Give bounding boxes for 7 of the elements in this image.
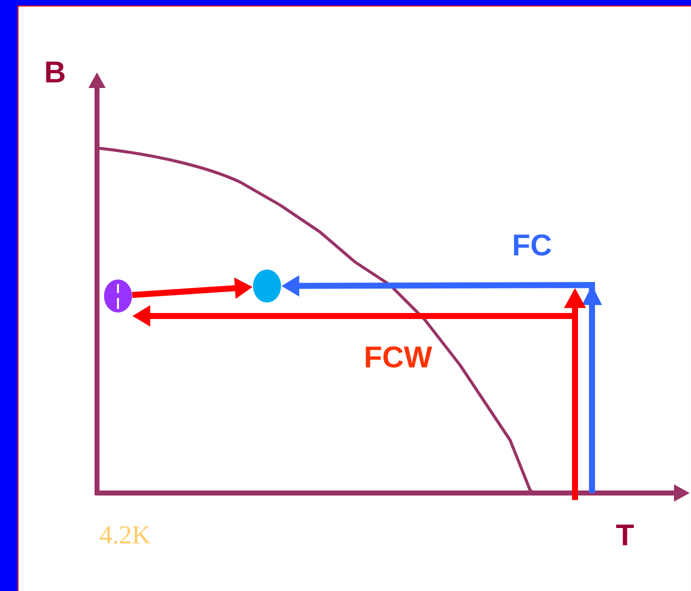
state-dot — [104, 280, 132, 312]
edge-label: FC — [514, 234, 552, 256]
temperature-label: 4.2K — [100, 526, 150, 544]
state-dot — [253, 270, 281, 302]
axis-label: B — [46, 62, 64, 82]
edge-label: FCW — [366, 346, 432, 368]
axis-label: T — [616, 524, 634, 546]
